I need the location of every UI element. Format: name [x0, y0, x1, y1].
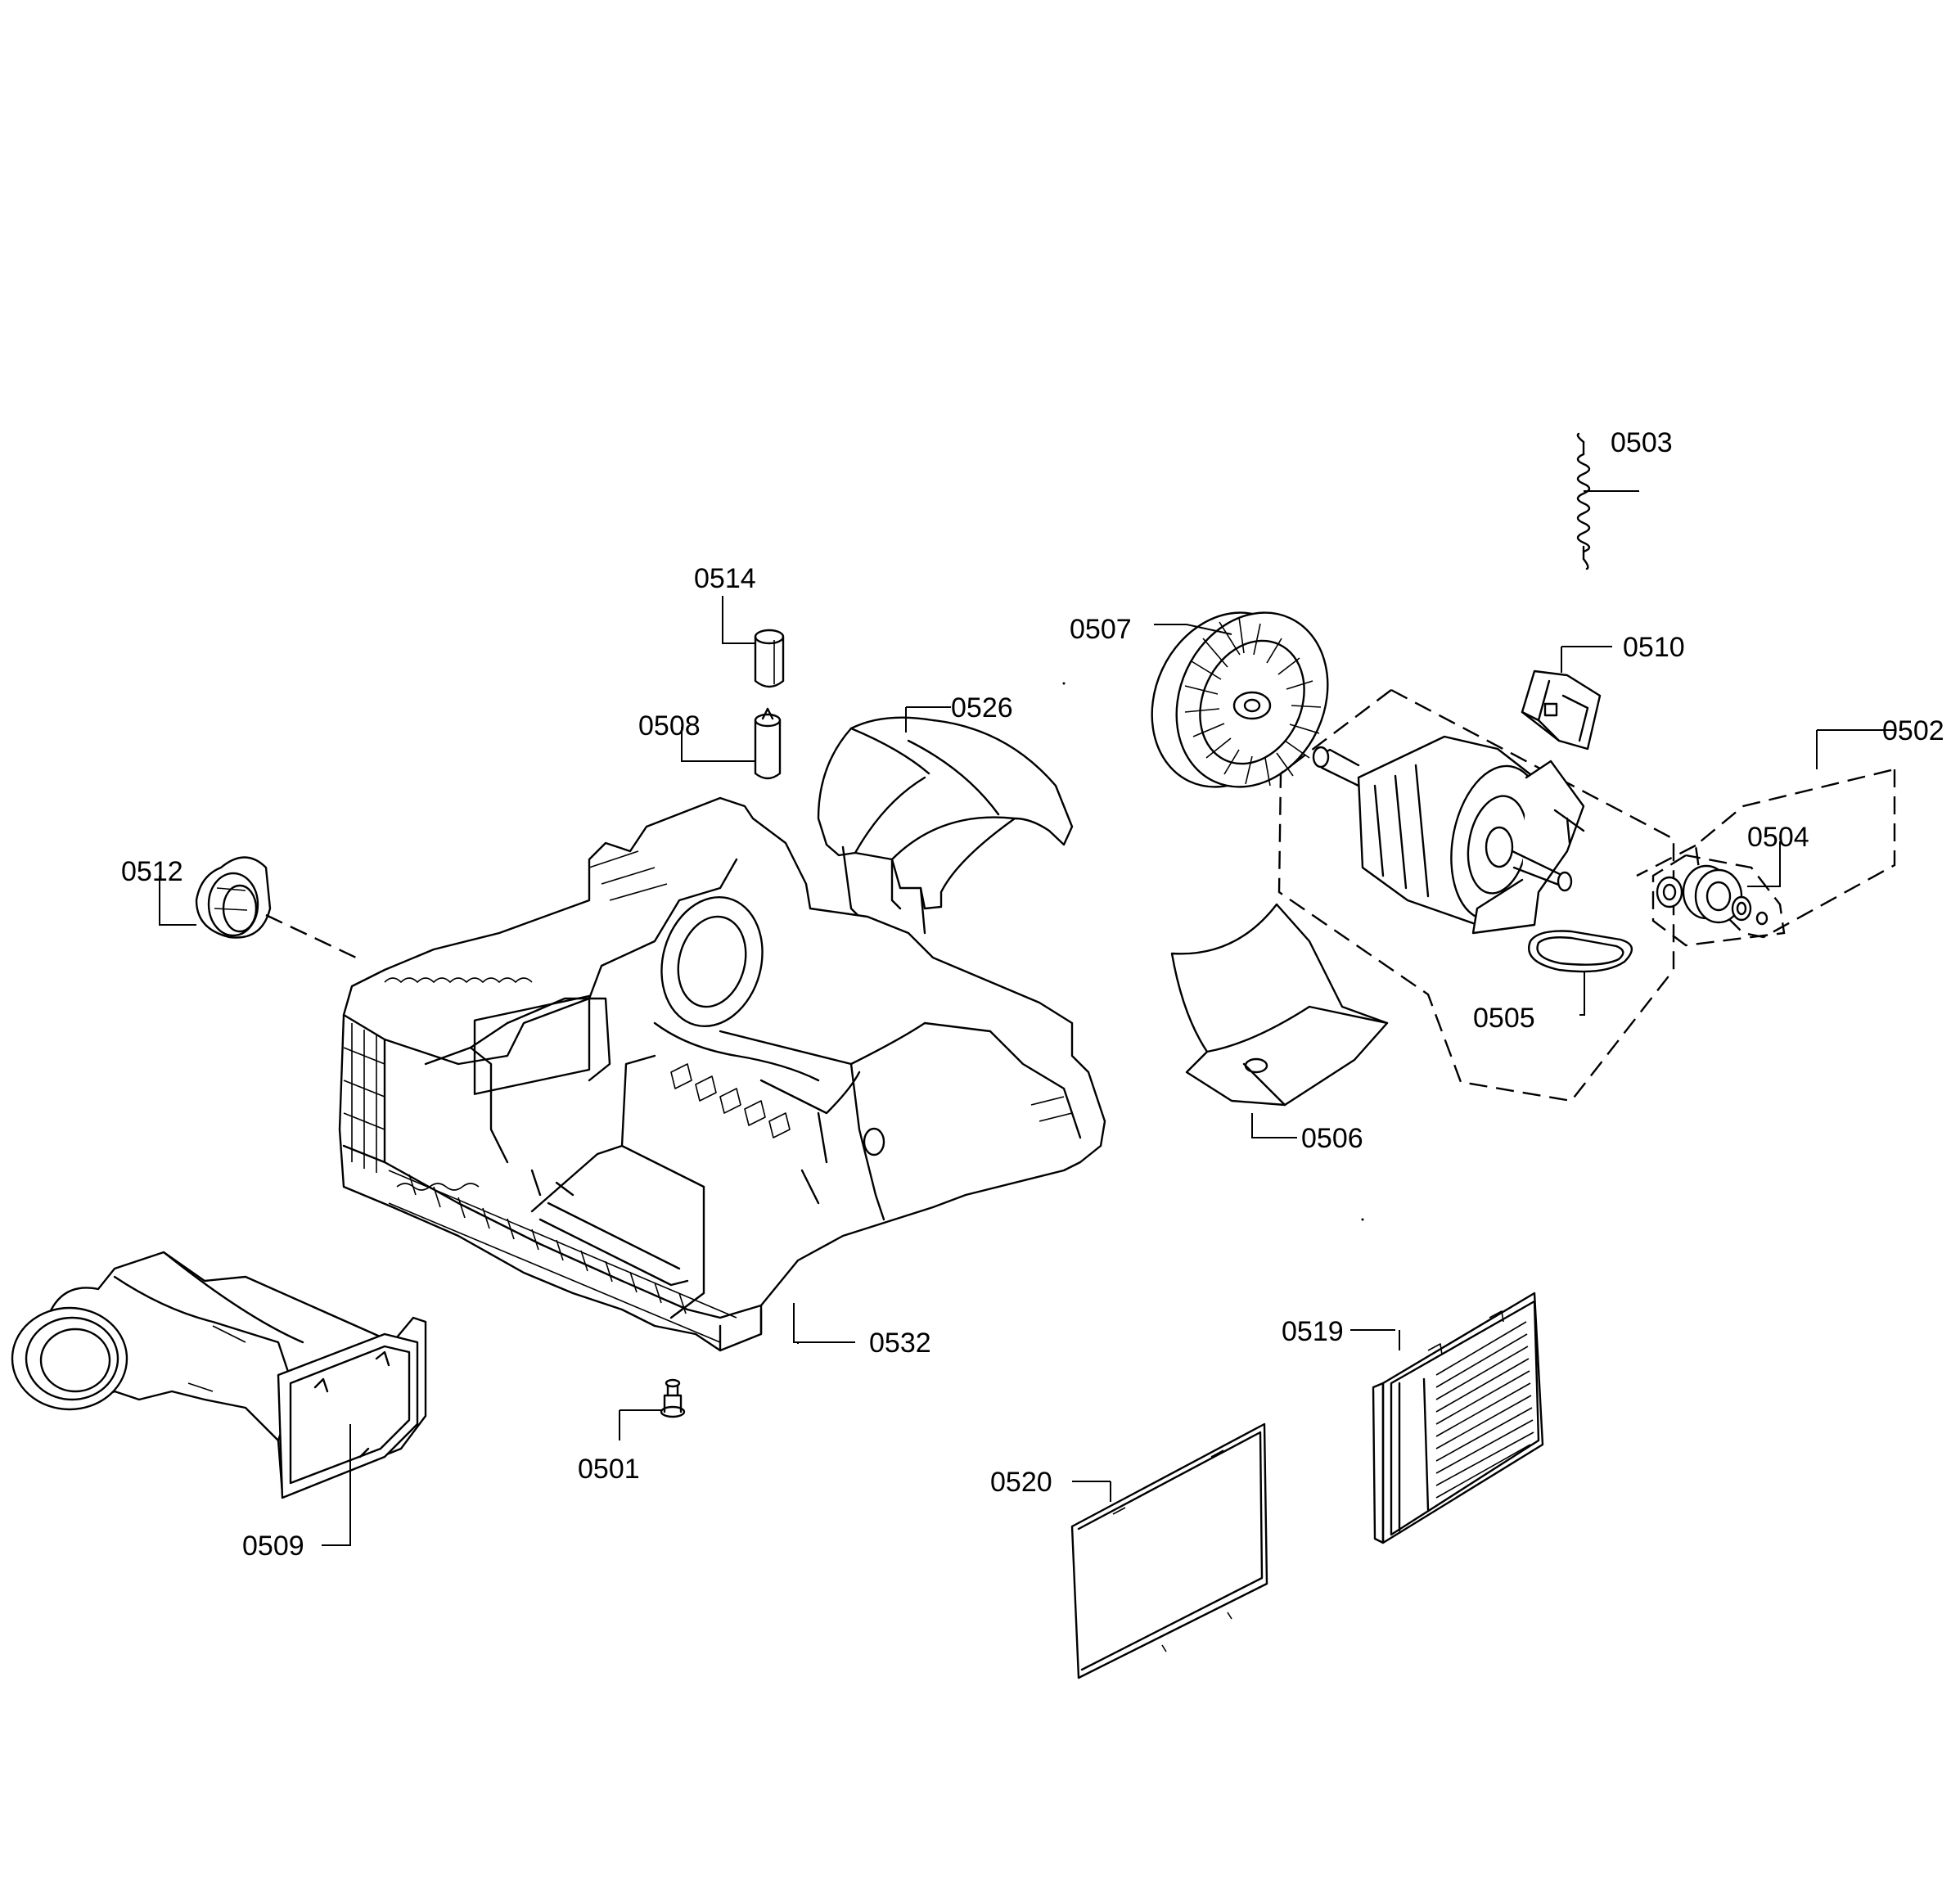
label-0502: 0502 [1882, 715, 1944, 746]
part-0519-grille-panel [1372, 1292, 1544, 1544]
part-0514-cylinder [754, 629, 785, 688]
label-0507: 0507 [1070, 614, 1132, 645]
leader-lines [159, 490, 1895, 1546]
part-0502-motor-assembly [1277, 688, 1675, 1102]
label-0532: 0532 [869, 1328, 931, 1359]
part-0526-duct-cover [817, 716, 1074, 935]
part-0504-pulley-assembly [1636, 768, 1896, 947]
part-0505-belt [1528, 930, 1633, 973]
part-0512-ring [195, 856, 272, 939]
label-0512: 0512 [121, 856, 183, 887]
scan-specks [1062, 682, 1364, 1221]
label-0526: 0526 [951, 692, 1013, 724]
label-0501: 0501 [578, 1454, 640, 1485]
part-0506-duct-shield [1170, 903, 1389, 1107]
part-0503-spring [1576, 432, 1591, 570]
part-0532-base-housing [338, 796, 1106, 1352]
label-0505: 0505 [1473, 1003, 1535, 1034]
label-0519: 0519 [1282, 1316, 1344, 1347]
part-0507-fan-wheel [1151, 611, 1329, 788]
part-0508-rod [754, 707, 782, 780]
label-0510: 0510 [1623, 632, 1685, 663]
part-0501-screw [660, 1378, 686, 1418]
part-0520-panel [1070, 1422, 1268, 1679]
part-labels: 0503 0514 0510 0507 0526 0508 0502 0504 … [121, 427, 1944, 1562]
label-0504: 0504 [1747, 822, 1809, 853]
part-0509-exhaust-duct [11, 1251, 427, 1499]
label-0508: 0508 [638, 710, 701, 742]
ring-alignment-line [265, 913, 357, 959]
label-0509: 0509 [242, 1531, 304, 1562]
part-0510-bracket [1521, 669, 1602, 751]
label-0506: 0506 [1301, 1123, 1363, 1154]
label-0514: 0514 [694, 563, 756, 594]
label-0503: 0503 [1611, 427, 1673, 458]
label-0520: 0520 [990, 1467, 1052, 1498]
